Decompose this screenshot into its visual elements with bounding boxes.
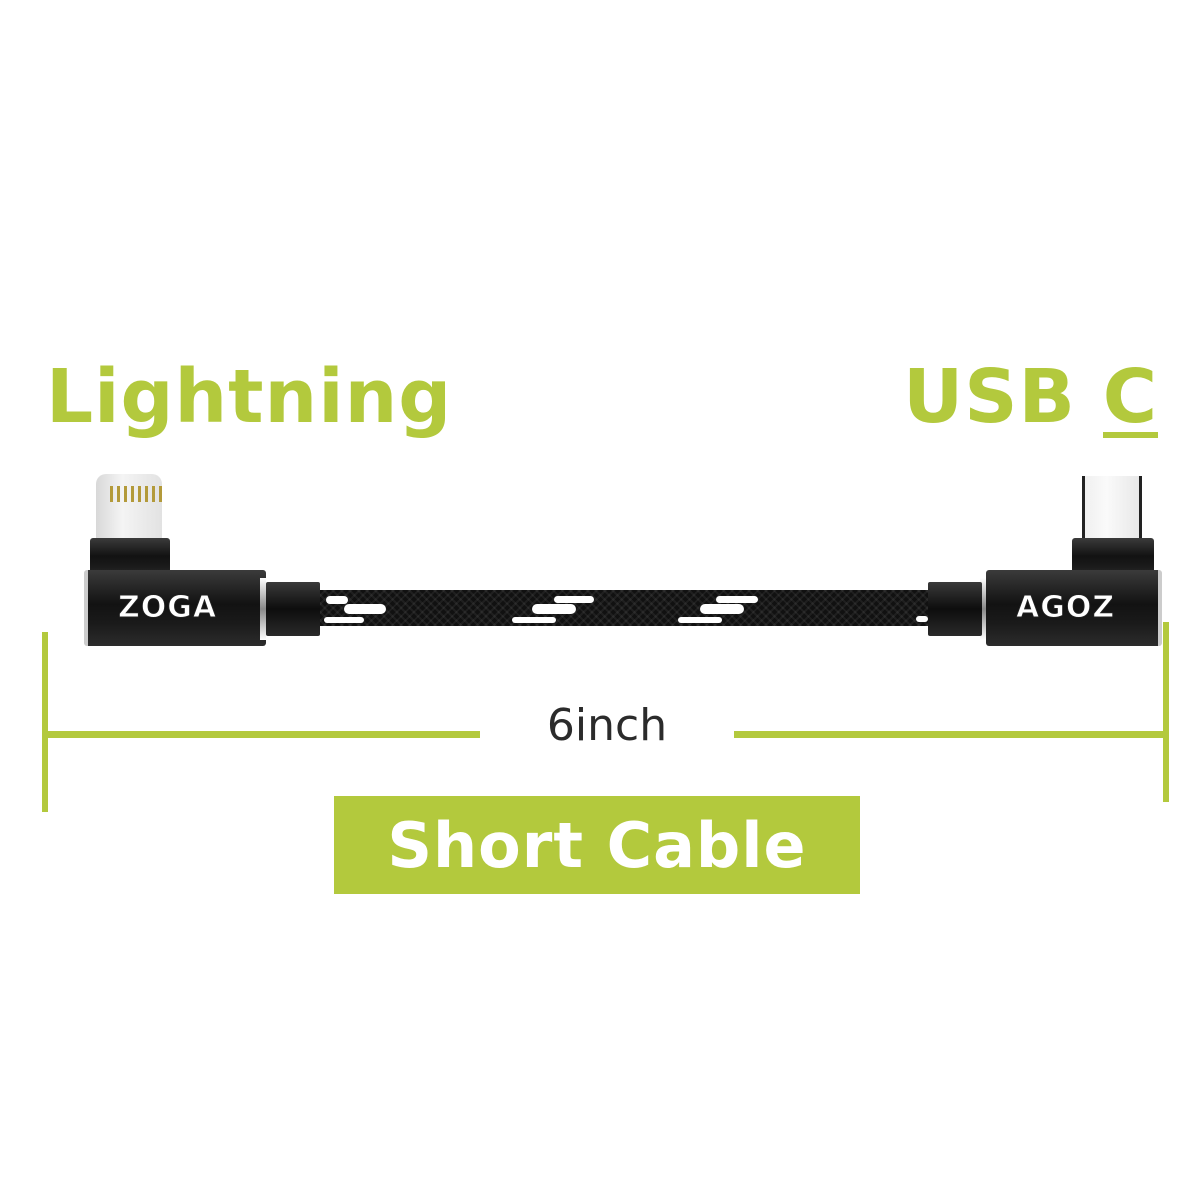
short-cable-badge: Short Cable [334, 796, 860, 894]
usb-c-strain-relief [928, 582, 982, 636]
cable-illustration: ZOGA AGOZ [84, 474, 1162, 646]
lightning-plug [96, 474, 162, 544]
measure-line-right [734, 731, 1168, 738]
lightning-label: Lightning [46, 354, 453, 440]
usb-c-ring [980, 578, 986, 640]
brand-text-left: ZOGA [117, 590, 218, 626]
usb-c-housing: AGOZ [986, 570, 1162, 646]
braided-cable [316, 590, 936, 626]
brand-text-right: AGOZ [1015, 590, 1116, 626]
lightning-ring [260, 578, 266, 640]
length-label: 6inch [546, 700, 668, 751]
lightning-strain-relief [266, 582, 320, 636]
measure-right-tick [1163, 622, 1169, 802]
usb-c-label: USB C [903, 354, 1158, 440]
lightning-housing: ZOGA [84, 570, 266, 646]
measure-left-tick [42, 632, 48, 812]
measure-line-left [46, 731, 480, 738]
usb-c-plug [1082, 476, 1142, 542]
badge-text: Short Cable [387, 808, 807, 882]
usb-label-c: C [1102, 354, 1158, 440]
usb-label-prefix: USB [903, 354, 1103, 440]
